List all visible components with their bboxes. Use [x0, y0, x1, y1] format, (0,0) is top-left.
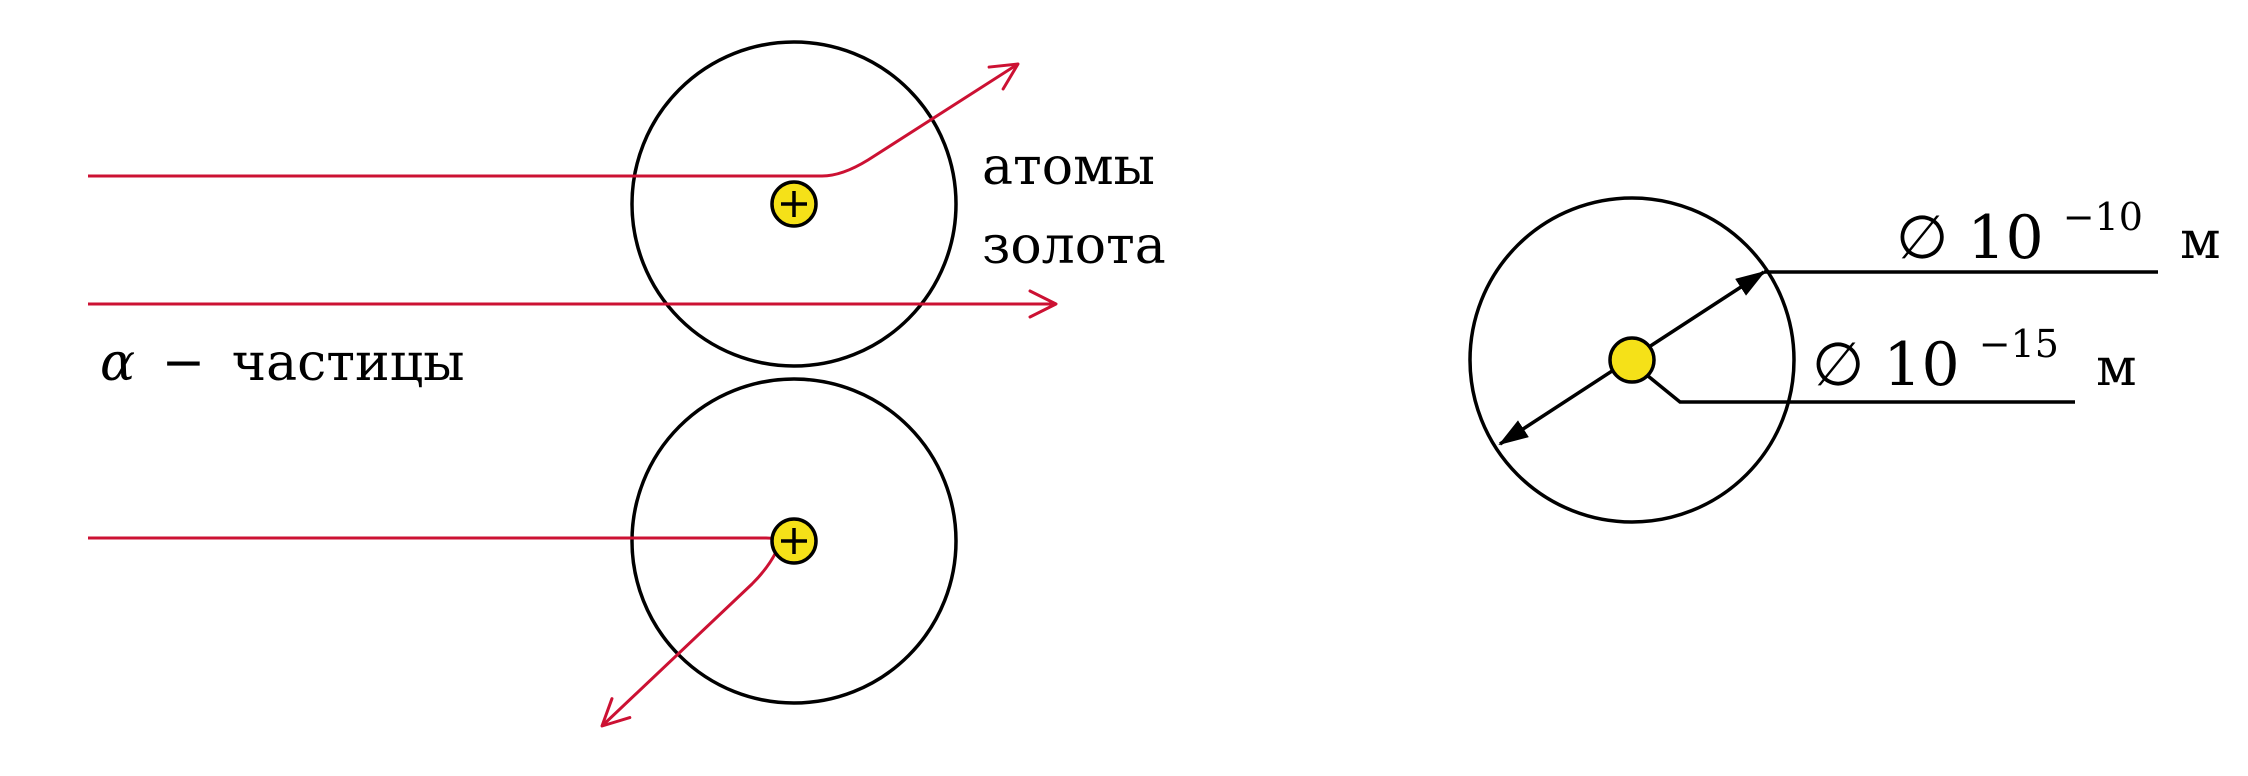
atom-diameter-symbol: ∅	[1896, 203, 1948, 273]
gold-atoms-label-line2: золота	[982, 216, 1166, 276]
nucleus-diameter-label: ∅ 10 −15 м	[1812, 302, 2137, 400]
atom-circle-bottom	[630, 377, 958, 705]
nucleus-diameter-symbol: ∅	[1812, 330, 1864, 400]
atom-diameter-exponent: −10	[2063, 195, 2143, 239]
nucleus-diameter-unit: м	[2096, 338, 2136, 398]
atom-circle-top	[630, 40, 958, 368]
atom-diameter-unit: м	[2180, 211, 2220, 271]
gold-atoms-label-line1: атомы	[982, 137, 1155, 197]
small-nucleus	[1608, 336, 1656, 384]
nucleus-diameter-leader	[1646, 374, 2075, 404]
atom-size-circle	[1468, 196, 1796, 524]
atom-size-panel: ∅ 10 −10 м ∅ 10 −15 м	[1468, 175, 2221, 524]
nucleus-diameter-exponent: −15	[1979, 322, 2059, 366]
alpha-dash: −	[162, 333, 206, 393]
nucleus-top	[770, 180, 818, 228]
gold-atoms-panel: атомы золота α − частицы	[88, 40, 1166, 728]
alpha-particles-label: α − частицы	[100, 333, 465, 393]
nucleus-diameter-mantissa: 10	[1883, 330, 1959, 400]
atom-diameter-mantissa: 10	[1967, 203, 2043, 273]
alpha-symbol: α	[100, 333, 135, 393]
alpha-trajectory-deflected-up	[88, 62, 1020, 178]
atom-diameter-label: ∅ 10 −10 м	[1896, 175, 2221, 273]
nucleus-bottom	[770, 517, 818, 565]
alpha-trajectory-backscattered	[88, 536, 780, 728]
alpha-word: частицы	[232, 333, 465, 393]
